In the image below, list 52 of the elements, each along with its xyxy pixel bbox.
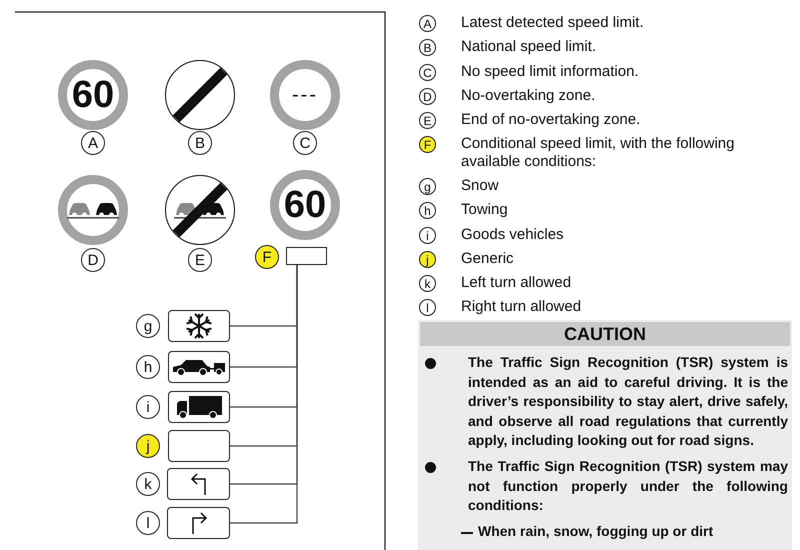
key-description: Right turn allowed [461,298,582,316]
circled-letter: E [419,112,436,129]
circled-letter: h [136,355,160,379]
key-description: No-overtaking zone. [461,87,596,105]
circled-letter: F [255,245,279,269]
key-description: Goods vehicles [461,226,565,244]
circled-letter: i [136,395,160,419]
condition-plate [168,310,230,342]
condition-plate [167,507,230,539]
caution-paragraph: The Traffic Sign Recognition (TSR) system may not function properly under the following conditions: [468,457,788,515]
key-description: End of no-overtaking zone. [461,111,642,129]
sign-text: --- [292,85,318,105]
circled-letter: h [419,202,436,219]
circled-letter: j [419,251,436,268]
circled-letter: B [419,39,436,56]
list-item-text: When rain, snow, fogging up or dirt [478,522,714,541]
condition-plate [168,351,230,383]
circled-letter: l [419,299,436,316]
circled-letter: A [419,15,436,32]
key-description: Left turn allowed [461,274,572,292]
circled-letter: j [136,434,160,458]
circled-letter: F [419,136,436,153]
circled-letter: k [419,275,436,292]
key-description: Towing [461,201,509,219]
sign-text: 60 [284,186,326,224]
condition-plate [167,468,230,500]
circled-letter: C [419,64,436,81]
connector-line [230,265,298,524]
circled-letter: g [136,314,160,338]
caution-heading: CAUTION [420,322,790,346]
key-description: National speed limit. [461,38,598,56]
circled-letter: k [136,472,160,496]
circled-letter: C [293,131,317,155]
circled-letter: l [136,511,160,535]
caution-paragraph: The Traffic Sign Recognition (TSR) system is intended as an aid to careful driving. It is the driver’s responsibility to stay alert, drive safely, and observe all road regulations that currently apply, including looking out for road signs. [468,353,788,450]
caution-panel [418,320,792,550]
key-description: No speed limit information. [461,63,640,81]
circled-letter: E [188,248,212,272]
sign-text: 60 [72,76,114,114]
circled-letter: B [188,131,212,155]
key-description: Generic [461,250,515,268]
circled-letter: A [81,131,105,155]
circled-letter: i [419,227,436,244]
circled-letter: D [81,248,105,272]
circled-letter: g [419,178,436,195]
circled-letter: D [419,88,436,105]
key-description: Snow [461,177,500,195]
condition-plate [168,430,230,462]
supplementary-plate [286,247,327,265]
key-description: Conditional speed limit, with the following available conditions: [461,135,736,171]
condition-plate [168,391,230,423]
key-description: Latest detected speed limit. [461,14,645,32]
